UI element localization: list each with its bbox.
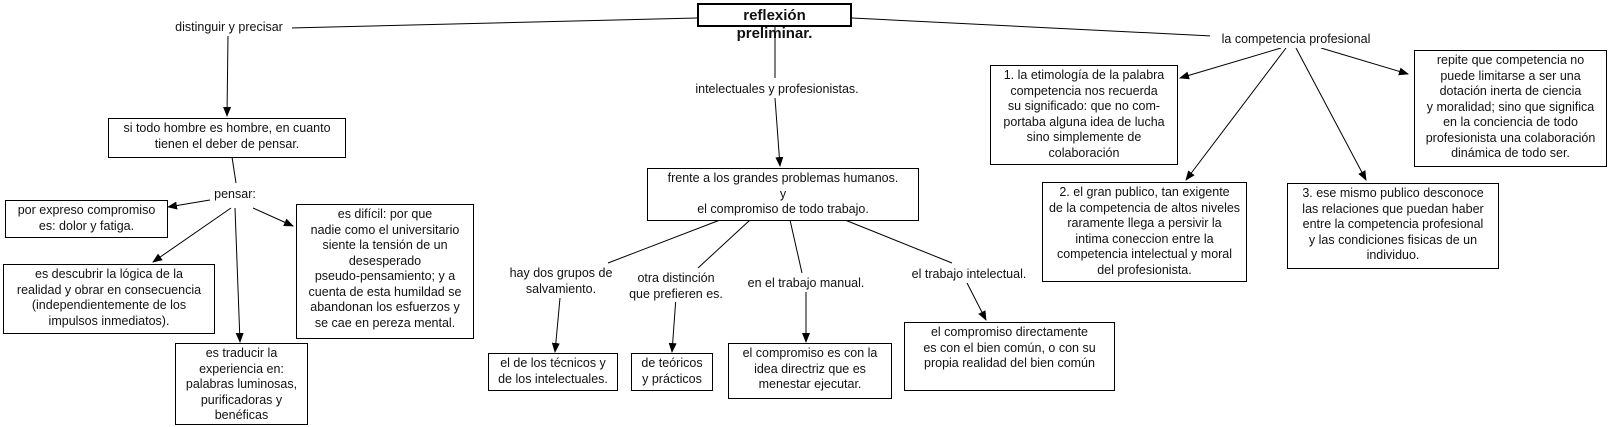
edge-pensar-traducir [234,207,244,343]
edge-root-competencia [851,17,1213,37]
label-trabajo-manual: en el trabajo manual. [738,276,874,292]
box-frente-problemas: frente a los grandes problemas humanos. … [647,168,919,221]
box-expreso-compromiso: por expreso compromiso es: dolor y fatig… [5,200,168,238]
edge-frente-intelectual [844,219,953,264]
box-traducir-experiencia: es traducir la experiencia en: palabras … [175,343,308,425]
box-etimologia: 1. la etimología de la palabra competenc… [990,65,1178,165]
edge-competencia-desconoce [1295,47,1367,181]
edge-pensar-dificil [252,207,294,227]
box-tecnicos-intelectuales: el de los técnicos y de los intelectuale… [488,353,618,391]
edge-pensar-expreso [167,199,211,210]
edge-root-distinguir [289,17,698,29]
box-descubrir-logica: es descubrir la lógica de la realidad y … [3,264,215,334]
edge-frente-manual [789,219,803,274]
box-compromiso-idea: el compromiso es con la idea directriz q… [728,343,892,399]
box-es-dificil: es difícil: por que nadie como el univer… [296,204,474,339]
box-gran-publico: 2. el gran publico, tan exigente de la c… [1042,182,1247,282]
edge-competencia-publico [1185,47,1287,181]
box-desconoce-relaciones: 3. ese mismo publico desconoce las relac… [1287,183,1499,269]
label-dos-grupos: hay dos grupos de salvamiento. [503,266,619,297]
box-todo-hombre: si todo hombre es hombre, en cuanto tien… [108,118,346,158]
edge-frente-otra [697,219,751,269]
edge-intelectuales-frente [774,97,784,167]
box-repite-competencia: repite que competencia no puede limitars… [1414,50,1607,167]
edge-intelectual-directo [966,282,987,321]
edge-frente-dosgrupos [607,219,721,264]
label-pensar: pensar: [210,187,260,203]
label-trabajo-intelectual: el trabajo intelectual. [900,267,1038,283]
edge-competencia-etimologia [1179,47,1282,80]
edge-dosgrupos-tecnicos [551,297,561,353]
label-la-competencia-profesional: la competencia profesional [1210,32,1382,48]
root-node: reflexión preliminar. [697,3,852,42]
edge-otra-teoricos [668,296,677,353]
edge-competencia-repite [1320,47,1409,76]
box-teoricos-practicos: de teóricos y prácticos [631,353,713,391]
edge-distinguir-todohombre [223,34,232,117]
box-compromiso-directo: el compromiso directamente es con el bie… [904,322,1115,391]
edge-todohombre-pensar [231,156,237,184]
label-distinguir-y-precisar: distinguir y precisar [166,20,292,36]
edge-pensar-descubrir [152,207,232,263]
label-intelectuales-y-profesionistas: intelectuales y profesionistas. [682,82,872,98]
label-otra-distincion: otra distinción que prefieren es. [622,271,730,302]
